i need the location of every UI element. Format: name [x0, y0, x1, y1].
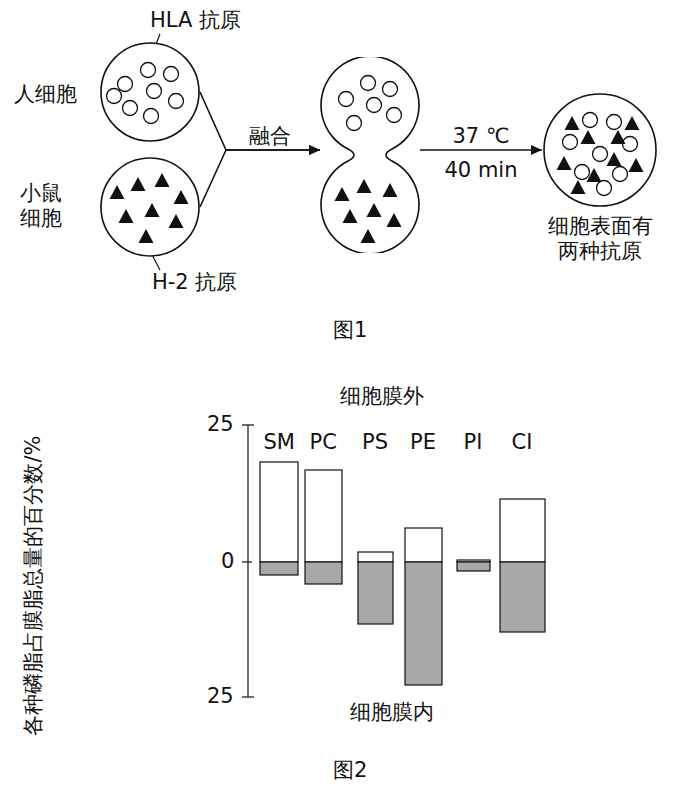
arrow-connector — [200, 92, 320, 155]
category-label: PI — [464, 430, 483, 455]
edge-label: 融合 — [247, 124, 293, 149]
bars — [260, 462, 545, 685]
cell-outline — [320, 57, 420, 253]
edge-label: 37 ℃ — [451, 124, 512, 149]
tick-label: 0 — [221, 549, 234, 574]
category-label: PE — [410, 430, 436, 455]
category-label: CI — [512, 430, 533, 455]
cell-label: 人细胞 — [14, 82, 77, 107]
tick-label: 25 — [207, 412, 234, 437]
arrow-connector — [200, 145, 320, 207]
figure-caption: 图1 — [333, 318, 367, 343]
category-label: SM — [264, 430, 295, 455]
callout-label: H-2 抗原 — [152, 270, 237, 295]
cell-label: 细胞表面有两种抗原 — [542, 214, 658, 264]
cell-node: 人细胞 — [10, 42, 200, 142]
callout-label: HLA 抗原 — [150, 8, 241, 33]
cell-node — [320, 57, 420, 253]
axis-title: 各种磷脂占膜脂总量的百分数/% — [21, 435, 46, 735]
tick — [242, 424, 254, 425]
region-label: 细胞膜内 — [350, 700, 434, 725]
category-label: PS — [362, 430, 388, 455]
tick-label: 25 — [207, 684, 234, 709]
figure-caption: 图2 — [333, 758, 367, 783]
region-label: 细胞膜外 — [340, 384, 424, 409]
condition-label: 40 min — [445, 158, 518, 183]
cell-label: 小鼠细胞 — [20, 181, 64, 231]
tick — [242, 696, 254, 697]
cell-node: 小鼠细胞 — [10, 157, 200, 257]
category-label: PC — [310, 430, 337, 455]
zero-line — [242, 561, 252, 562]
cell-node: 细胞表面有两种抗原 — [542, 92, 658, 282]
y-axis — [247, 425, 248, 697]
